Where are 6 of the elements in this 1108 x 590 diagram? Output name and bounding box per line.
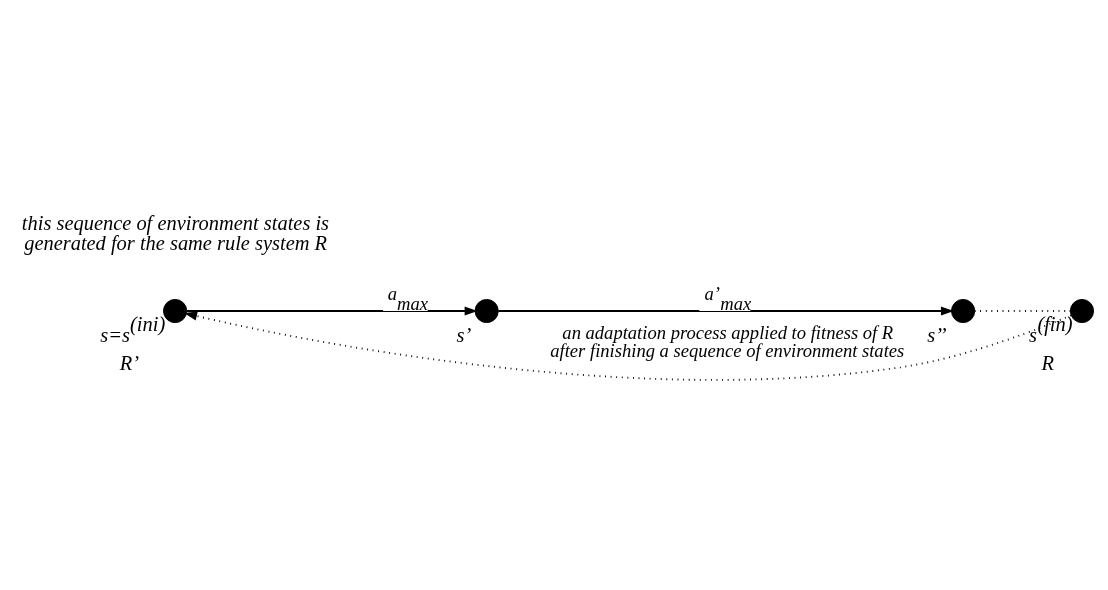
node-label: s’ [456,323,472,346]
node-label: R [1041,351,1055,374]
label: this sequence of environment states is generated for the same rule system R [21,211,330,254]
node-label: R’ [119,351,140,374]
edge-label: an adaptation process applied to fitness of R after finishing a sequence of environment states [550,321,905,361]
node-label: s’’ [927,323,947,346]
